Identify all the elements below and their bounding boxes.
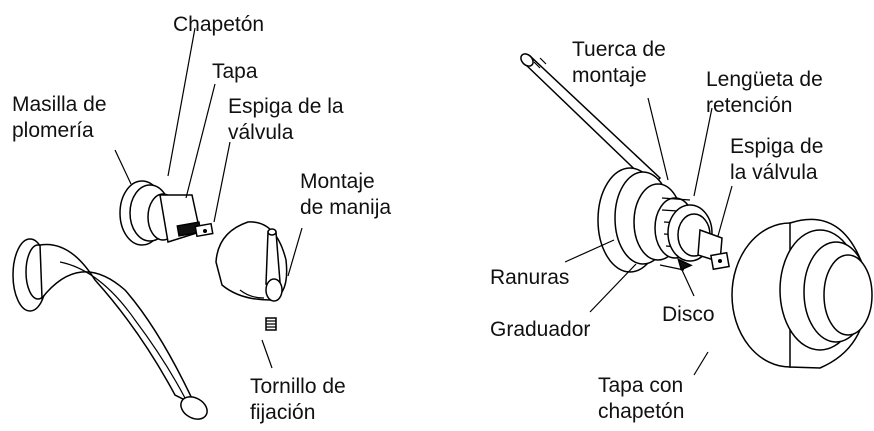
valve-body [597,167,730,273]
set-screw [265,317,277,331]
label-graduador: Graduador [490,318,591,341]
label-espiga-line2: válvula [228,121,294,144]
label-tuerca-line2: montaje [572,64,647,87]
cap-with-escutcheon [731,218,873,369]
label-tornillo-line1: Tornillo de [250,375,346,398]
label-lengueta-line1: Lengüeta de [706,68,823,91]
label-tapa-chapeton-line1: Tapa con [598,374,684,397]
label-espiga-line1: Espiga de la [228,95,344,118]
spout [12,238,208,420]
label-masilla-line1: Masilla de [12,93,107,116]
wrench-tool [520,53,662,188]
label-tuerca-line1: Tuerca de [572,38,666,61]
label-montaje-line1: Montaje [300,170,375,193]
label-espiga-right-line1: Espiga de [730,135,824,158]
label-tapa-chapeton-line2: chapetón [598,400,685,423]
valve-assembly [119,180,214,246]
label-montaje-line2: de manija [300,196,392,219]
label-chapeton: Chapetón [173,13,265,36]
label-disco: Disco [662,303,715,326]
label-ranuras: Ranuras [490,266,570,289]
handle [215,221,288,302]
label-espiga-right-line2: la válvula [730,161,818,184]
label-tapa: Tapa [212,60,258,83]
label-masilla-line2: plomería [12,119,94,142]
label-lengueta-line2: retención [706,94,793,117]
label-tornillo-line2: fijación [250,401,316,424]
